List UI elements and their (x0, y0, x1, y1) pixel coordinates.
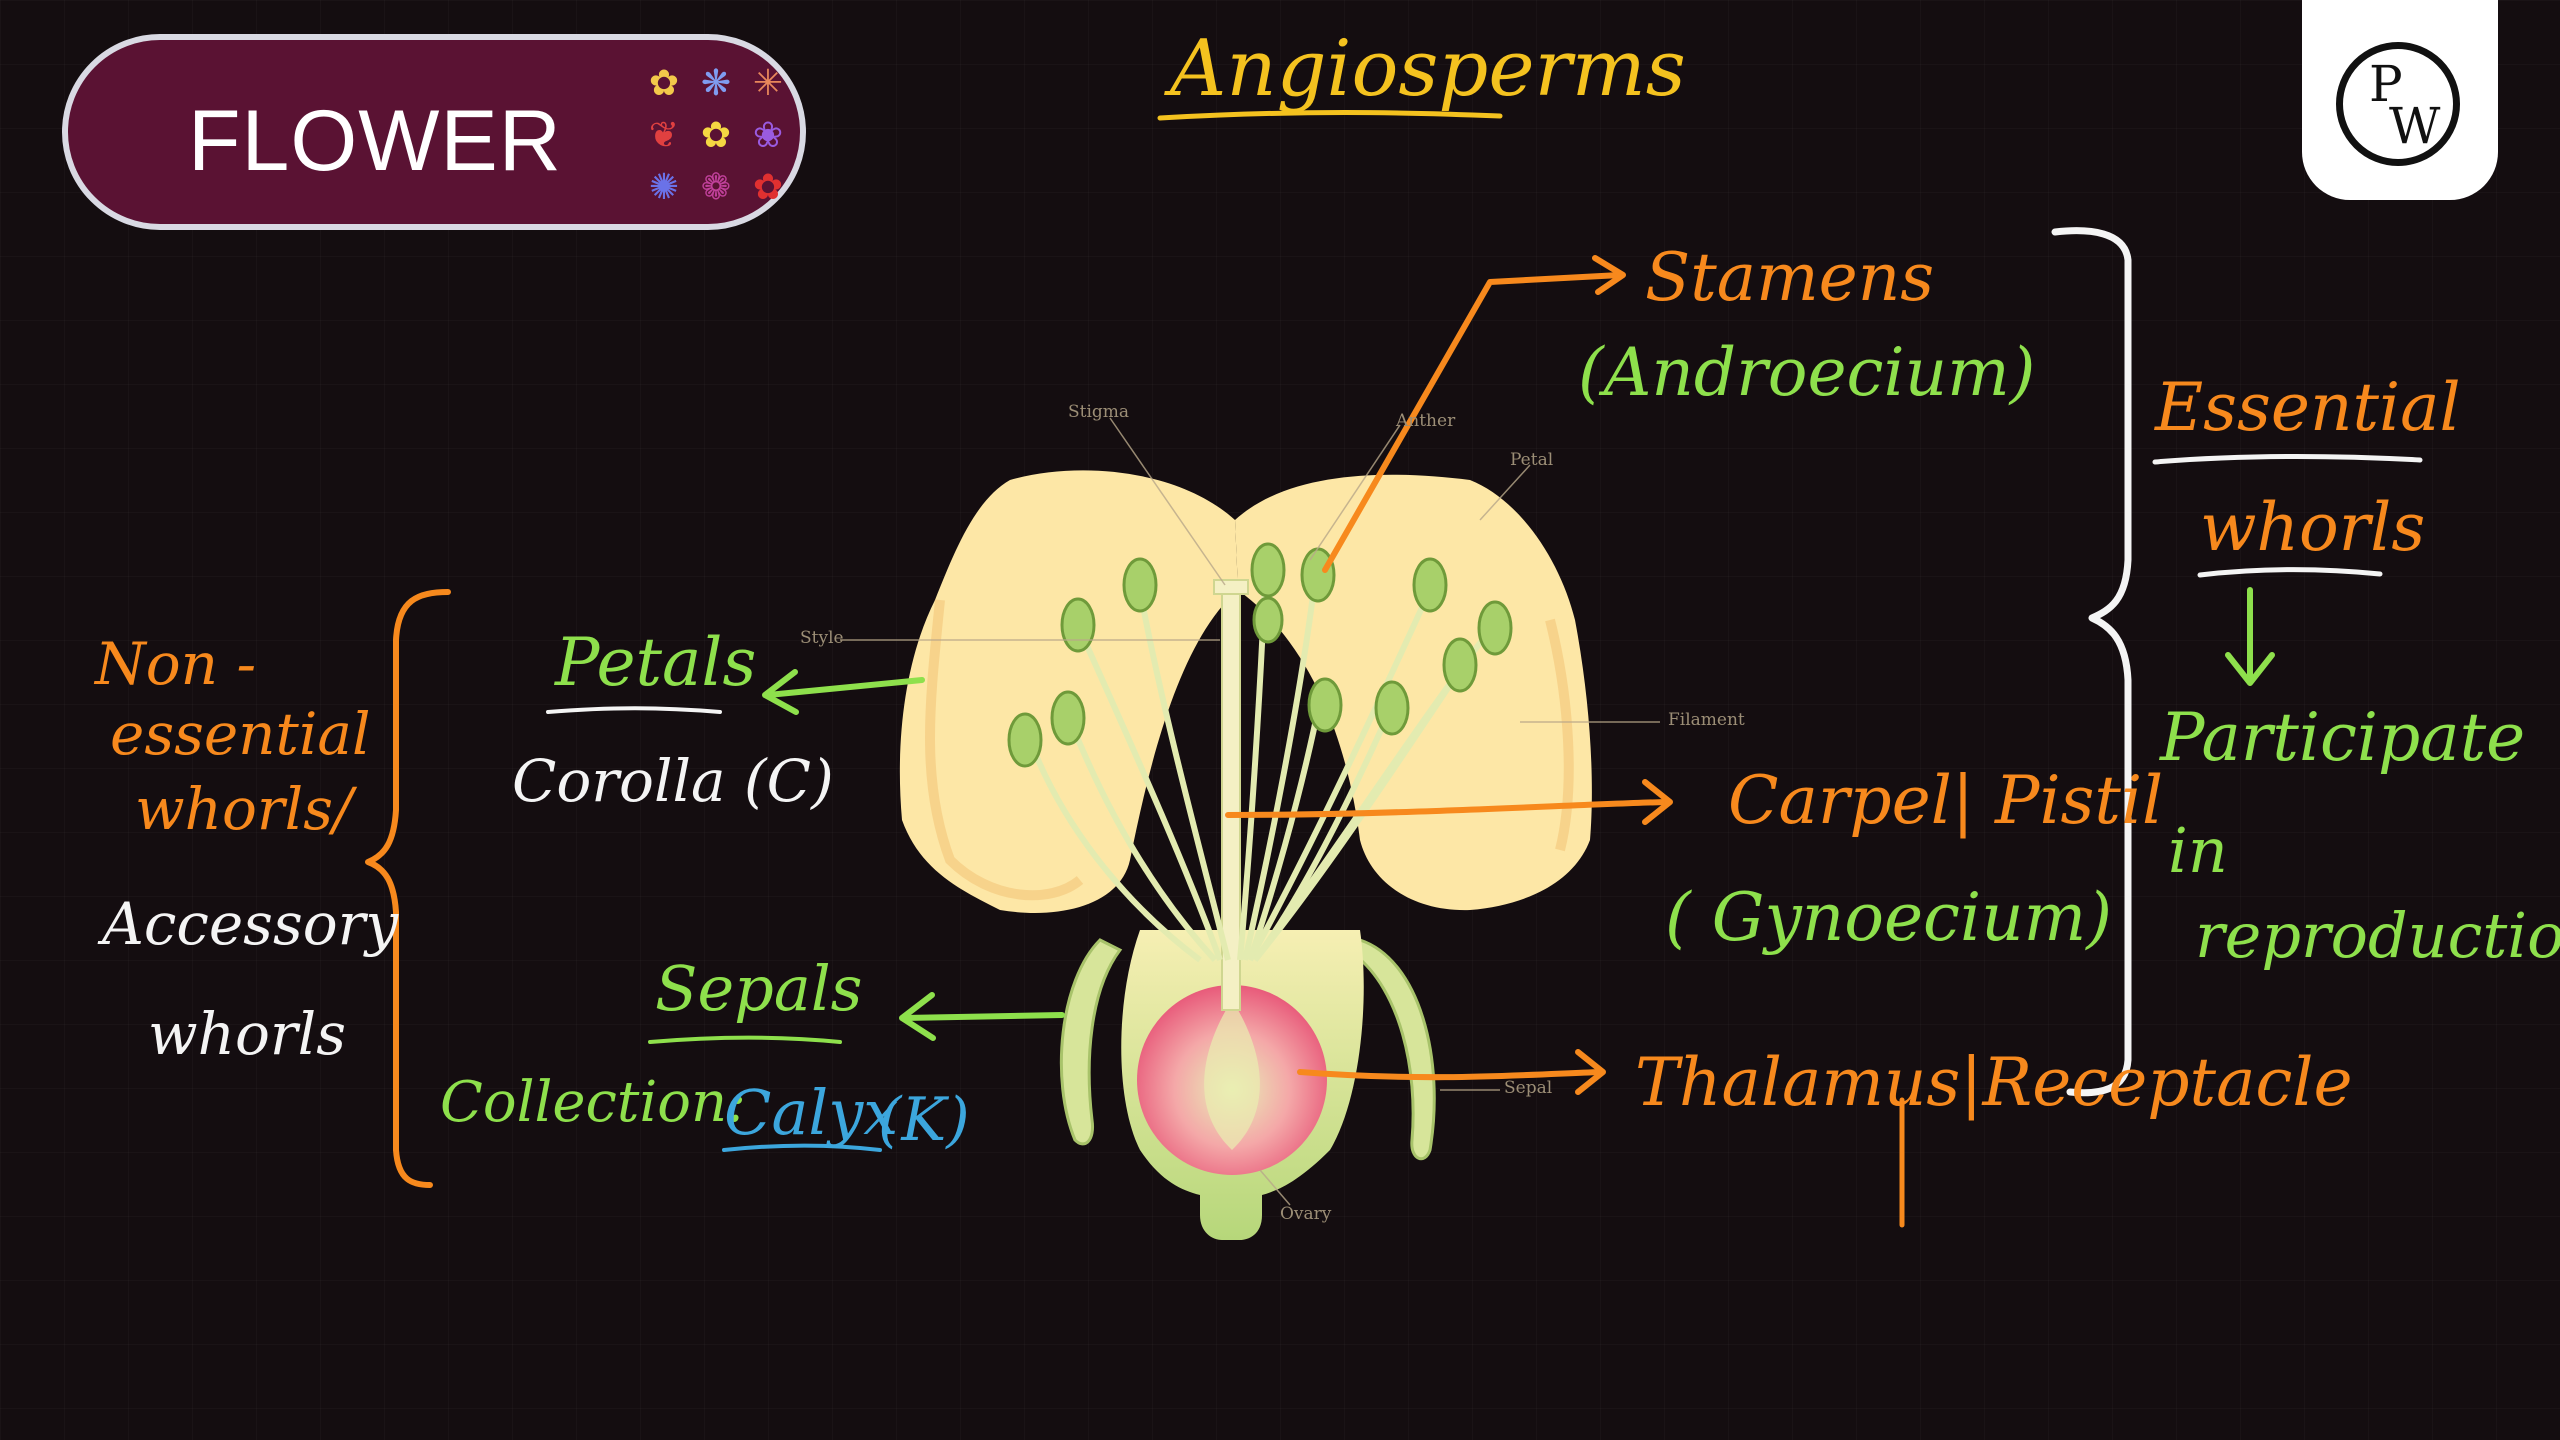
annotation-reproduction: reproduction (2195, 899, 2560, 972)
annotation-thalamus: Thalamus|Receptacle (1635, 1044, 2353, 1121)
annotation-collection: Collection: (440, 1070, 746, 1135)
annotation-carpel-pistil: Carpel| Pistil (1728, 762, 2164, 839)
non-essential-brace (365, 589, 451, 1188)
annotation-participate: Participate (2160, 699, 2526, 776)
petals-arrowhead-icon (762, 669, 799, 715)
thalamus-arrowhead-icon (1575, 1049, 1606, 1095)
petals-arrow (765, 677, 925, 698)
flower-icon: ❀ (752, 115, 784, 156)
annotation-corolla: Corolla (C) (512, 747, 834, 815)
right-petal (1235, 474, 1592, 911)
annotation-sepals: Sepals (655, 952, 863, 1025)
annotation-androecium: (Androecium) (1578, 334, 2036, 411)
label-anther: Anther (1396, 411, 1456, 431)
stamens-arrowhead-icon (1592, 255, 1626, 295)
flower-icon: ✺ (648, 167, 680, 208)
sepals-arrow (901, 1012, 1065, 1021)
essential-brace (2051, 227, 2132, 1097)
annotation-accessory: Accessory (102, 890, 399, 958)
carpel-arrowhead-icon (1642, 779, 1673, 825)
flower-icon: ✿ (700, 115, 732, 156)
right-sepal (1353, 938, 1436, 1161)
annotation-stamens: Stamens (1645, 239, 1935, 316)
petals-underline (546, 706, 722, 714)
annotation-accessory-whorls: whorls (148, 1000, 346, 1068)
label-ovary: Ovary (1280, 1204, 1332, 1224)
participate-arrowhead-icon (2225, 652, 2275, 686)
label-style: Style (800, 628, 844, 648)
thalamus-arrow (1297, 1069, 1603, 1081)
annotation-essential: Essential (2155, 369, 2461, 446)
annotation-whorls-slash: whorls/ (135, 775, 353, 843)
stigma (1213, 579, 1249, 595)
petal-shadow-right (1545, 618, 1574, 852)
annotation-essential-word: essential (110, 700, 371, 768)
annotation-strokes (365, 110, 2423, 1228)
title-underline (1157, 110, 1503, 121)
petal-shadow-left (925, 599, 1084, 901)
ovule-outline (1204, 1000, 1260, 1150)
carpel-arrow (1225, 799, 1668, 818)
sepals-underline (648, 1035, 842, 1044)
slide-title: Angiosperms (1170, 24, 1686, 114)
annotation-whorls: whorls (2200, 489, 2426, 566)
whorls-underline (2197, 567, 2383, 578)
annotation-calyx-k: (K) (878, 1085, 970, 1155)
topic-badge: FLOWER ✿ ❋ ✳ ❦ ✿ ❀ ✺ ❁ ✿ (62, 34, 806, 230)
badge-label: FLOWER (188, 93, 562, 189)
annotation-non: Non - (95, 630, 257, 698)
label-petal: Petal (1510, 450, 1554, 470)
filaments (1027, 579, 1493, 963)
logo-letter: W (2389, 97, 2441, 155)
left-sepal (1059, 938, 1123, 1146)
annotation-petals: Petals (555, 624, 757, 701)
flower-icon: ✿ (648, 63, 680, 104)
logo-letter: P (2369, 55, 2403, 113)
flower-icon: ✳ (752, 63, 784, 104)
calyx-underline (722, 1143, 882, 1152)
annotation-in: in (2168, 814, 2228, 887)
sepals-arrowhead-icon (899, 992, 936, 1041)
pw-logo: P W (2302, 0, 2498, 200)
annotation-gynoecium: ( Gynoecium) (1665, 879, 2112, 956)
diagram-pointer-lines (840, 417, 1660, 1206)
flower-icons-grid: ✿ ❋ ✳ ❦ ✿ ❀ ✺ ❁ ✿ (638, 58, 808, 218)
flower-icon: ❦ (648, 115, 680, 156)
label-sepal: Sepal (1504, 1078, 1553, 1098)
label-stigma: Stigma (1068, 402, 1130, 422)
stamens-arrow (1322, 272, 1623, 573)
flower-icon: ✿ (752, 167, 784, 208)
flower-icon: ❋ (700, 63, 732, 104)
label-filament: Filament (1668, 710, 1745, 730)
annotation-calyx: Calyx (724, 1076, 899, 1149)
logo-ring-icon: P W (2336, 42, 2460, 166)
flower-icon: ❁ (700, 167, 732, 208)
essential-underline (2152, 453, 2423, 465)
